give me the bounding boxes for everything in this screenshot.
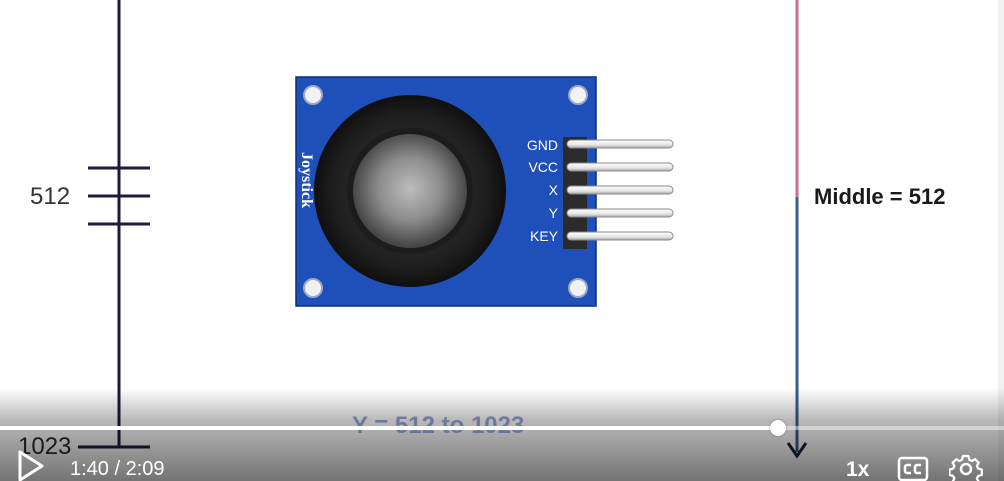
joystick-knob [353, 134, 467, 248]
mount-hole [568, 278, 588, 298]
pins [566, 139, 674, 241]
pin-labels: GND VCC X Y KEY [527, 137, 559, 244]
progress-fill [0, 426, 779, 430]
pin-label-y: Y [549, 205, 559, 221]
frame-edge [998, 0, 1004, 481]
value-label-512: 512 [30, 183, 71, 210]
pin [566, 231, 674, 241]
settings-button[interactable] [948, 452, 983, 481]
pin [566, 162, 674, 172]
pin [566, 208, 674, 218]
middle-label: Middle = 512 [814, 184, 946, 209]
pin [566, 185, 674, 195]
pin-label-x: X [549, 182, 559, 198]
mount-hole [568, 85, 588, 105]
controls-overlay [0, 388, 1004, 481]
mount-hole [303, 278, 323, 298]
closed-captions-button[interactable] [897, 456, 929, 481]
caption-text: Y = 512 to 1023 [352, 412, 524, 440]
board-label: Joystick [298, 152, 315, 208]
play-icon [18, 450, 44, 481]
progress-bar[interactable] [0, 420, 1004, 436]
joystick-module: Joystick GND VCC X Y KEY [295, 76, 674, 307]
progress-thumb[interactable] [770, 420, 787, 436]
play-button[interactable] [14, 448, 48, 481]
gear-icon [948, 454, 983, 481]
pin [566, 139, 674, 149]
playback-speed-button[interactable]: 1x [846, 458, 870, 481]
pin-label-key: KEY [530, 228, 559, 244]
closed-captions-icon [897, 456, 929, 481]
time-display: 1:40 / 2:09 [70, 458, 165, 480]
pin-label-vcc: VCC [528, 159, 558, 175]
pin-label-gnd: GND [527, 137, 558, 153]
mount-hole [303, 85, 323, 105]
